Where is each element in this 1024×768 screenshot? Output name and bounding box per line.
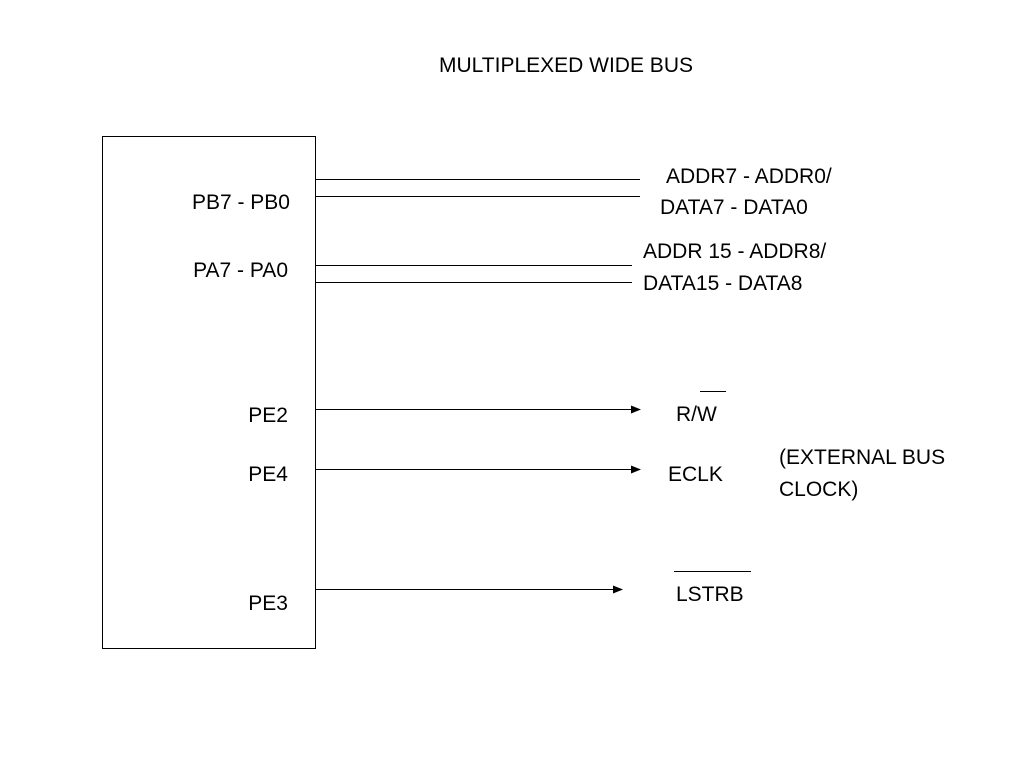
pin-label-porta: PA7 - PA0 <box>193 259 288 282</box>
pin-label-pe4: PE4 <box>248 463 288 486</box>
mcu-block <box>102 136 316 649</box>
signal-eclk: ECLK <box>668 463 723 486</box>
eclk-note-line1: (EXTERNAL BUS <box>779 446 945 469</box>
signal-lstrb: LSTRB <box>676 583 744 606</box>
signal-low-bus-line1: ADDR7 - ADDR0/ <box>666 165 832 188</box>
signal-rw: R/W <box>676 403 717 426</box>
pin-label-pe2: PE2 <box>248 404 288 427</box>
pin-label-pe3: PE3 <box>248 592 288 615</box>
diagram-title: MULTIPLEXED WIDE BUS <box>439 54 693 77</box>
signal-low-bus-line2: DATA7 - DATA0 <box>660 196 808 219</box>
eclk-note-line2: CLOCK) <box>779 478 858 501</box>
signal-high-bus-line1: ADDR 15 - ADDR8/ <box>643 240 826 263</box>
signal-high-bus-line2: DATA15 - DATA8 <box>643 272 802 295</box>
pin-label-portb: PB7 - PB0 <box>192 191 290 214</box>
